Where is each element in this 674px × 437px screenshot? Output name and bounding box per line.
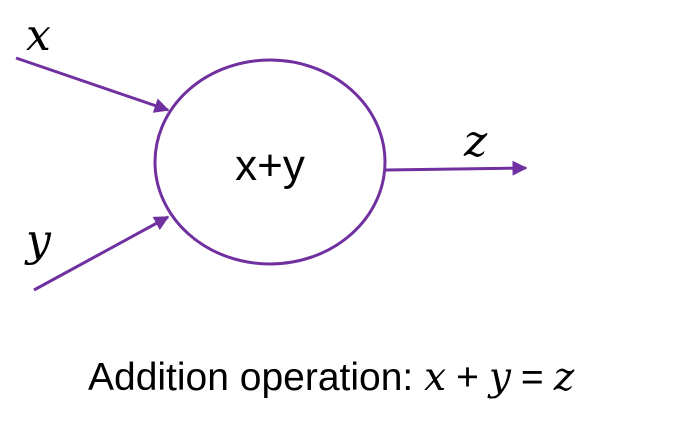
output-arrow [385,160,528,176]
caption: Addition operation: x+y=z [88,355,575,400]
input-x-arrow [15,56,170,113]
caption-text: Addition operation: [88,356,424,399]
input-y-arrow [33,215,170,292]
caption-eq-plus: + [456,356,479,399]
operation-node [153,58,387,266]
caption-eq-z: z [553,355,575,400]
operation-node-label: x+y [235,141,305,190]
input-x-label: x [26,10,51,61]
output-z-label: z [463,116,488,167]
input-y-label: y [24,215,52,266]
caption-eq-equals: = [521,356,544,399]
caption-eq-x: x [424,355,446,400]
caption-eq-y: y [487,355,512,400]
